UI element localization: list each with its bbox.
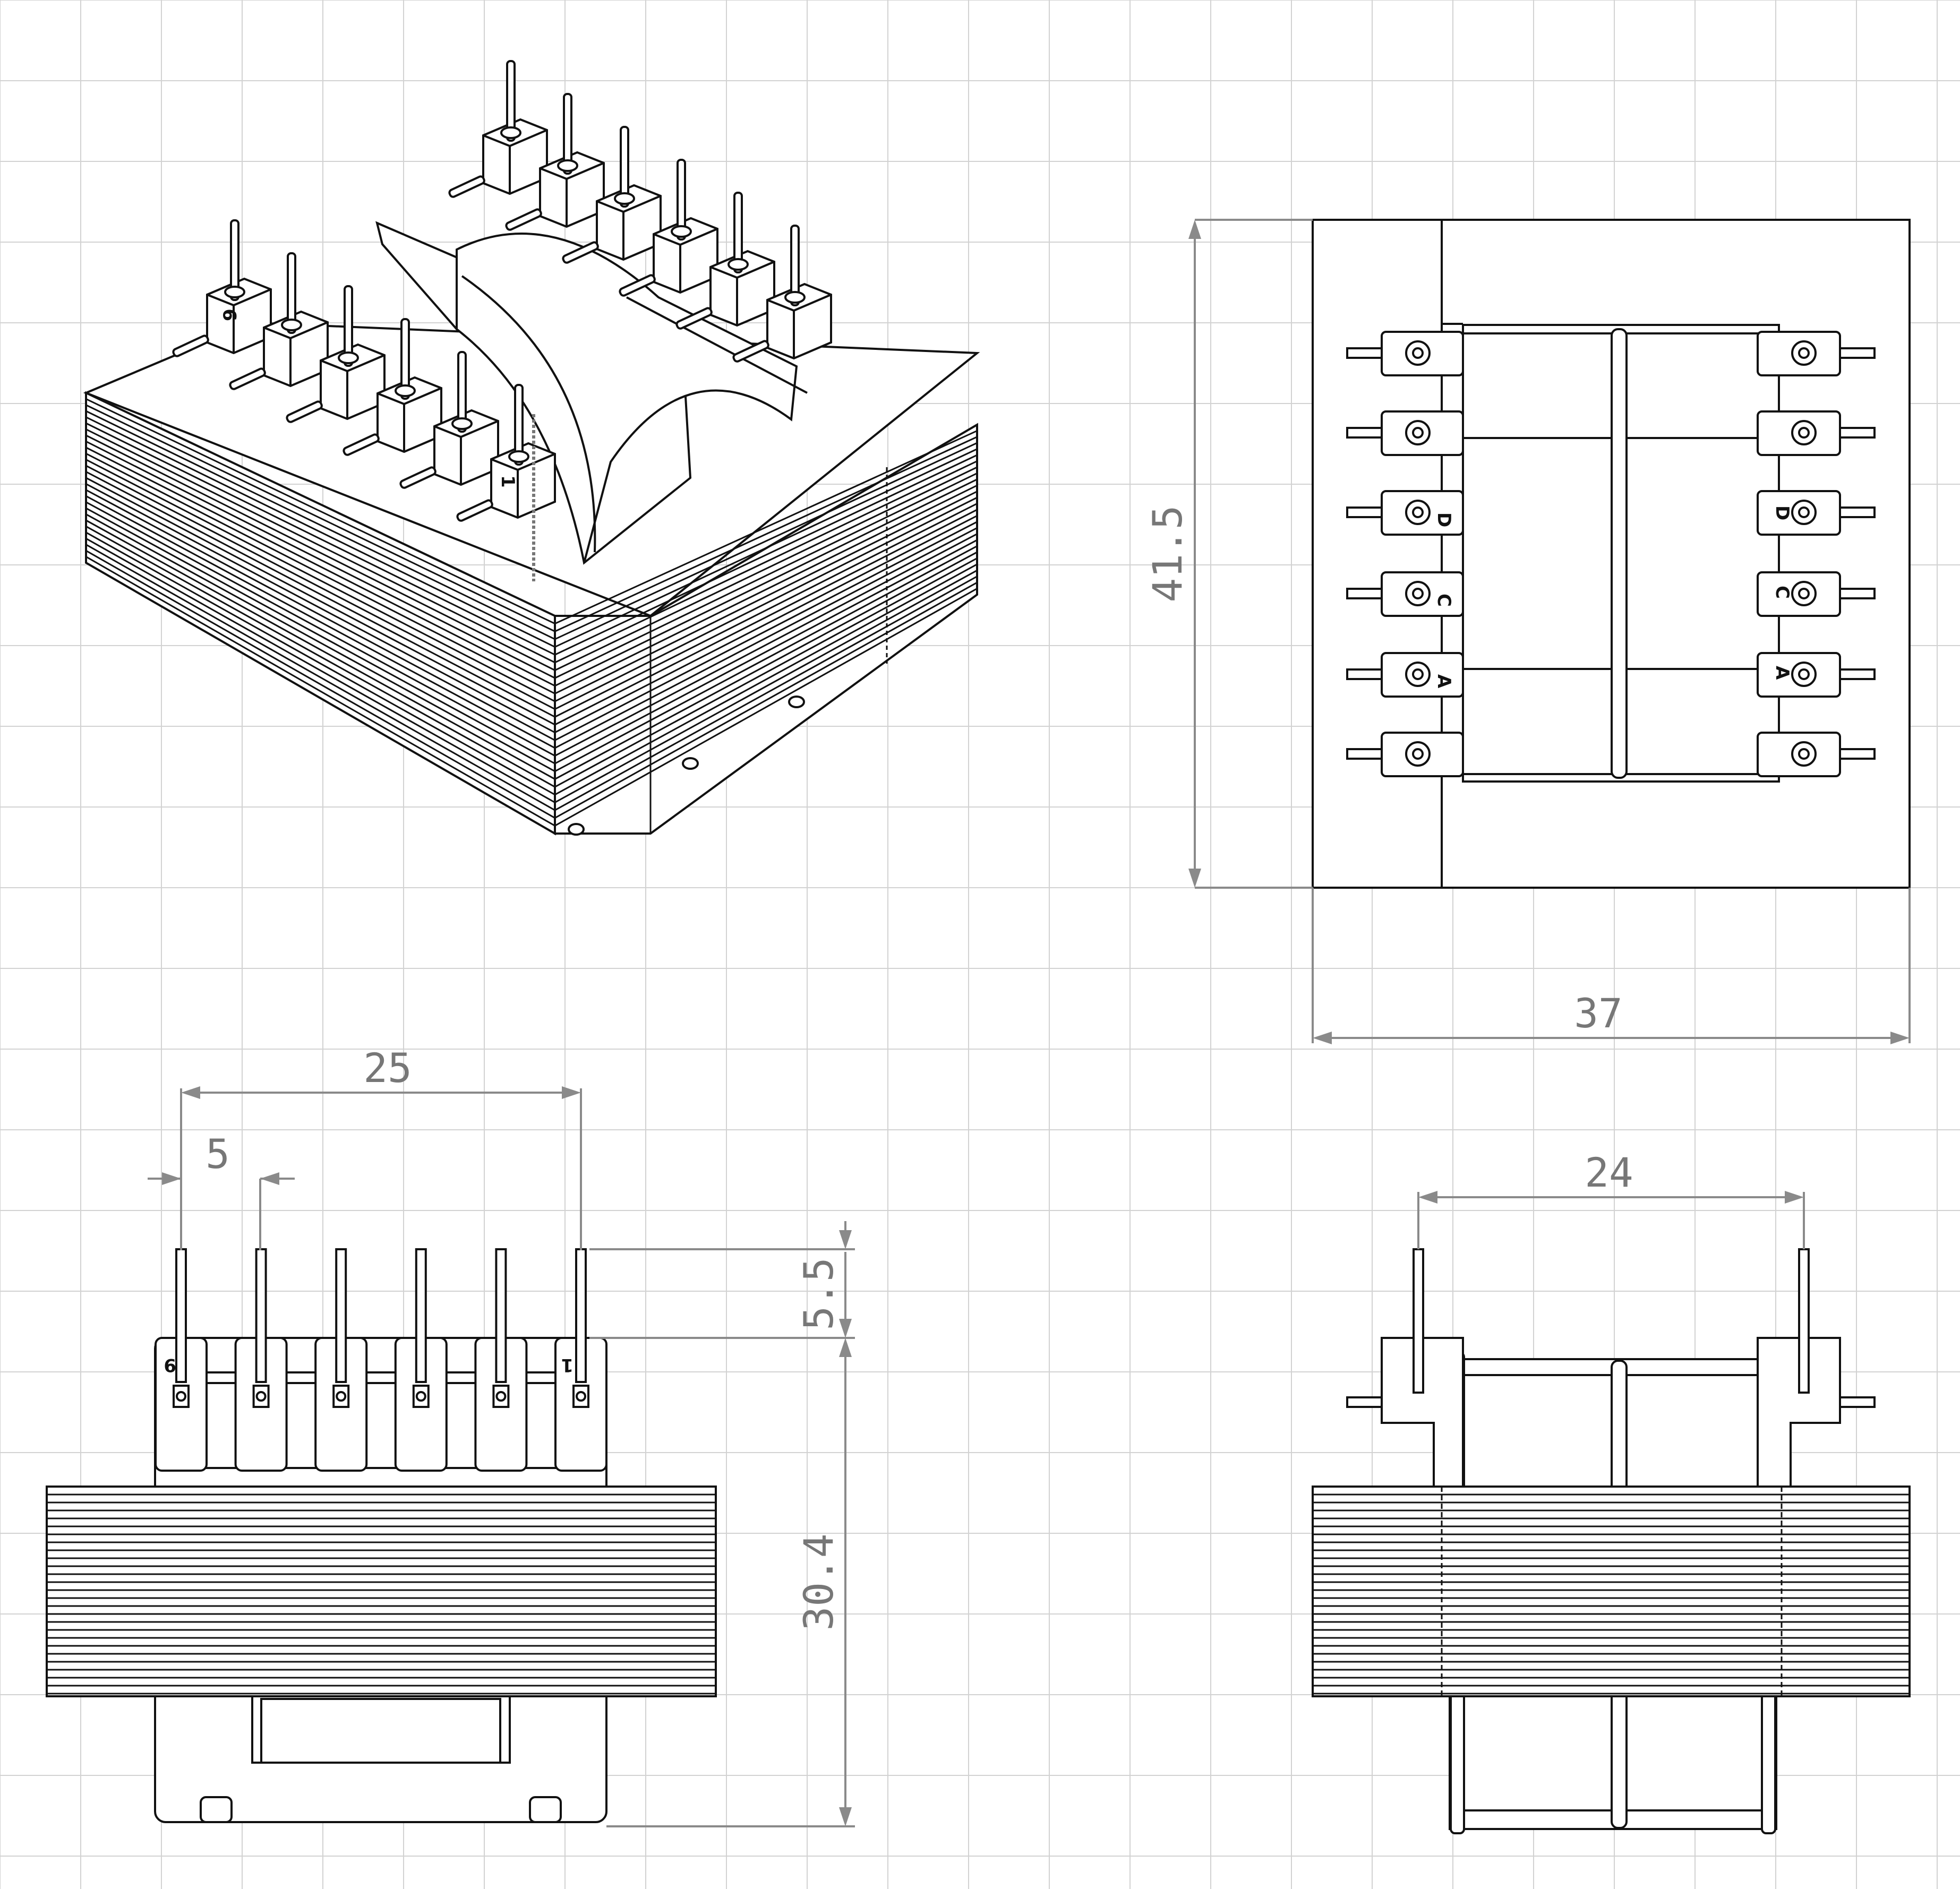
top-left-terminal xyxy=(1346,571,1464,617)
top-left-terminal xyxy=(1346,732,1464,777)
iso-front-terminal-row xyxy=(172,219,556,522)
front-pin-label-9: 9 xyxy=(164,1354,176,1376)
iso-pin-label-1: 1 xyxy=(497,475,518,488)
top-left-terminal xyxy=(1346,490,1464,536)
front-terminal xyxy=(394,1248,448,1472)
iso-rear-terminal xyxy=(675,192,775,330)
dim-top-width: 37 xyxy=(1574,990,1623,1037)
iso-rear-terminal xyxy=(619,159,718,297)
iso-front-terminal xyxy=(286,285,386,423)
top-bobbin-divider xyxy=(1611,328,1628,779)
iso-rear-terminal xyxy=(732,225,832,363)
top-right-terminal xyxy=(1757,410,1876,456)
iso-front-terminal xyxy=(456,384,556,522)
top-terminal-rows xyxy=(1346,331,1876,777)
top-left-label-a: A xyxy=(1433,674,1454,689)
iso-bobbin-winding xyxy=(456,233,798,563)
iso-lamination-lines-side xyxy=(554,430,978,827)
top-right-label-d: D xyxy=(1771,505,1793,520)
dim-top-height: 41.5 xyxy=(1144,505,1191,602)
front-view: 9 1 25 5 5.5 30.4 xyxy=(46,1044,855,1827)
front-terminal xyxy=(155,1248,208,1472)
iso-front-terminal xyxy=(399,351,499,489)
top-right-label-a: A xyxy=(1771,666,1793,680)
top-left-label-d: D xyxy=(1433,512,1454,527)
top-left-terminal xyxy=(1346,331,1464,376)
side-lamination-lines xyxy=(1313,1493,1910,1695)
iso-pin-label-9: 9 xyxy=(220,308,241,321)
front-terminal xyxy=(314,1248,368,1472)
top-right-terminal xyxy=(1757,652,1876,698)
dim-side-pin-span: 24 xyxy=(1585,1149,1633,1196)
top-left-terminal xyxy=(1346,652,1464,698)
iso-rear-terminal-row xyxy=(448,60,832,363)
front-terminal-row xyxy=(155,1248,607,1472)
top-right-terminal xyxy=(1757,490,1876,536)
top-right-terminal xyxy=(1757,732,1876,777)
front-lamination-lines xyxy=(47,1493,716,1695)
side-view: 24 xyxy=(1312,1149,1911,1834)
front-terminal xyxy=(554,1248,607,1472)
top-right-label-c: C xyxy=(1771,586,1793,599)
top-right-terminal xyxy=(1757,331,1876,376)
iso-lamination-lines xyxy=(85,398,555,827)
front-terminal xyxy=(234,1248,288,1472)
iso-rear-terminal xyxy=(505,93,605,231)
top-left-label-c: C xyxy=(1433,594,1454,607)
dim-front-body-height: 30.4 xyxy=(795,1533,842,1630)
front-pin-label-1: 1 xyxy=(561,1354,574,1376)
top-right-terminal xyxy=(1757,571,1876,617)
dim-front-pin-span: 25 xyxy=(363,1044,412,1092)
top-left-terminal xyxy=(1346,410,1464,456)
top-view: D C A D C A 41.5 37 xyxy=(1144,219,1911,1044)
isometric-view: 9 1 xyxy=(83,60,980,836)
dim-front-pin-pitch: 5 xyxy=(206,1130,230,1178)
dim-front-pin-length: 5.5 xyxy=(795,1257,842,1330)
front-terminal xyxy=(474,1248,528,1472)
